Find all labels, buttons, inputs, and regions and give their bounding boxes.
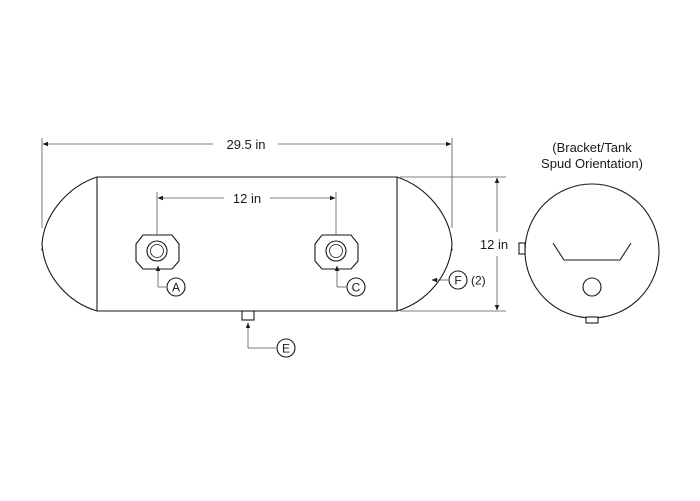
end-view-side-spud — [518, 242, 526, 255]
end-view-tank-circle — [524, 183, 660, 319]
port-spacing-label: 12 in — [233, 191, 261, 206]
port-spacing-dimension: 12 in — [156, 191, 337, 238]
callout-a-label: A — [172, 281, 180, 295]
end-view-bracket — [552, 242, 632, 261]
callout-c-label: C — [352, 281, 361, 295]
callout-f-quantity: (2) — [471, 274, 486, 288]
diameter-label: 12 in — [480, 237, 508, 252]
end-view-port — [582, 277, 602, 297]
tank-side-view: 12 in — [41, 176, 453, 321]
end-view: (Bracket/Tank Spud Orientation) — [518, 140, 660, 324]
diameter-dimension: 12 in — [400, 176, 508, 312]
overall-length-label: 29.5 in — [226, 137, 265, 152]
end-view-bottom-spud — [585, 316, 599, 324]
overall-length-dimension: 29.5 in — [41, 137, 453, 228]
end-view-title-line1: (Bracket/Tank — [552, 140, 632, 155]
port-c — [314, 234, 359, 270]
callout-e: E — [245, 322, 296, 358]
callout-a: A — [155, 265, 186, 297]
port-a — [135, 234, 180, 270]
callout-f: F (2) — [431, 270, 486, 290]
end-view-title-line2: Spud Orientation) — [541, 156, 643, 171]
callout-e-label: E — [282, 342, 290, 356]
callout-c: C — [334, 265, 366, 297]
bottom-spud-e — [241, 310, 255, 321]
callout-f-label: F — [454, 274, 461, 288]
